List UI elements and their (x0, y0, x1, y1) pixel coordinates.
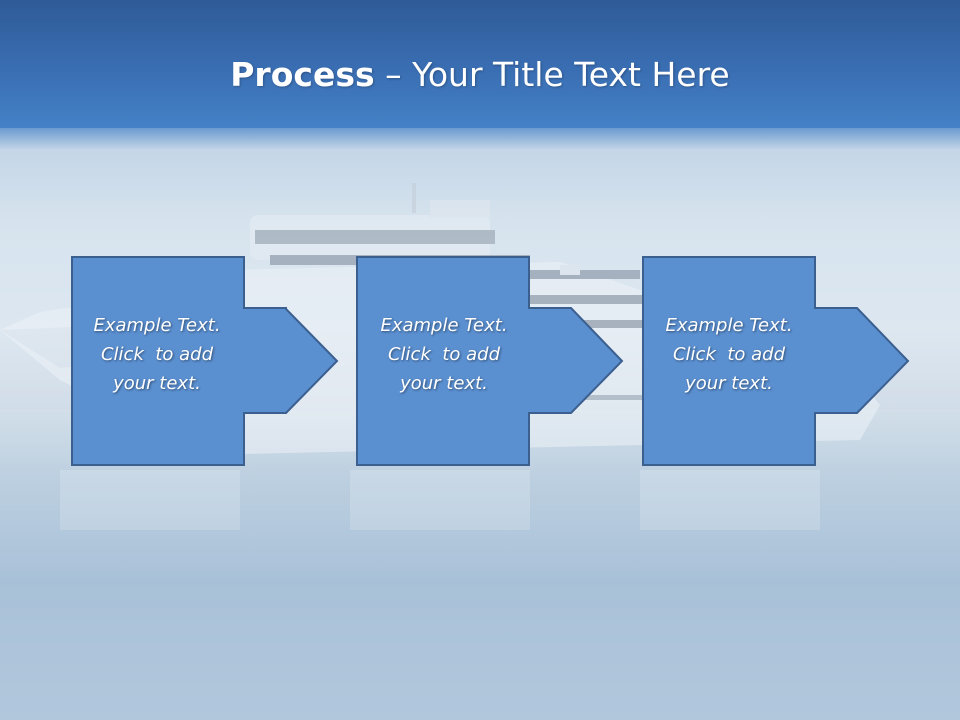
process-step-2-text[interactable]: Example Text. Click to add your text. (359, 311, 529, 398)
process-step-3-shape[interactable] (642, 256, 910, 466)
step-line: Example Text. (93, 315, 221, 336)
step-line: Example Text. (665, 315, 793, 336)
title-rest: – Your Title Text Here (374, 55, 730, 94)
process-step-2-shape[interactable] (356, 256, 624, 466)
title-bold: Process (230, 55, 375, 94)
step-line: Click to add (100, 344, 213, 365)
step-line: your text. (113, 373, 201, 394)
step-line: your text. (685, 373, 773, 394)
process-step-1-shape[interactable] (71, 256, 339, 466)
slide-title[interactable]: Process – Your Title Text Here (0, 52, 960, 98)
step-line: Example Text. (380, 315, 508, 336)
process-step-1-text[interactable]: Example Text. Click to add your text. (72, 311, 242, 398)
process-step-3-text[interactable]: Example Text. Click to add your text. (644, 311, 814, 398)
step-line: Click to add (672, 344, 785, 365)
title-band (0, 0, 960, 128)
step-line: Click to add (387, 344, 500, 365)
step-line: your text. (400, 373, 488, 394)
